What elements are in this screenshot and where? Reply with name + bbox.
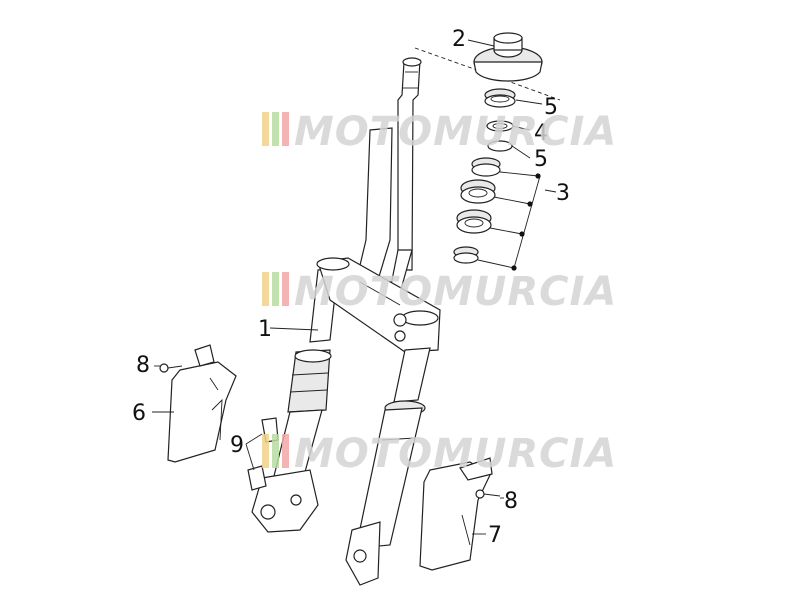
- callout-8-left: 8: [136, 353, 150, 378]
- leader-lines: [152, 39, 557, 535]
- watermark-top: MOTOMURCIA: [262, 109, 617, 155]
- watermark-middle: MOTOMURCIA: [262, 269, 617, 315]
- callout-2: 2: [452, 27, 466, 52]
- part-8-left-screw: [159, 363, 183, 373]
- triple-clamp: [316, 257, 441, 353]
- watermark-text-top: MOTOMURCIA: [294, 109, 617, 155]
- callout-labels: 1 2 3 4 5 5 6 7 8 8 9: [132, 27, 570, 548]
- watermark-bottom: MOTOMURCIA: [262, 431, 617, 477]
- right-fork-leg: [345, 347, 431, 586]
- callout-8-right: 8: [504, 489, 518, 514]
- part-5-lower-ring: [487, 140, 513, 152]
- callout-7: 7: [488, 523, 502, 548]
- part-2-top-cap: [473, 32, 543, 82]
- callout-6: 6: [132, 401, 146, 426]
- part-7-right-cover: [419, 457, 493, 571]
- part-5-upper-ring: [484, 88, 516, 108]
- part-8-right-screw: [475, 489, 501, 499]
- callout-5-upper: 5: [544, 95, 558, 120]
- callout-9: 9: [230, 433, 244, 458]
- callout-4: 4: [534, 121, 548, 146]
- left-fork-stanchion: [355, 57, 422, 301]
- part-6-left-cover: [167, 344, 237, 463]
- callout-5-lower: 5: [534, 147, 548, 172]
- part-3-bearing-set: [453, 157, 501, 264]
- watermark-text-bottom: MOTOMURCIA: [294, 431, 617, 477]
- leader-dots: [511, 173, 541, 271]
- watermark-text-middle: MOTOMURCIA: [294, 269, 617, 315]
- callout-3: 3: [556, 181, 570, 206]
- callout-1: 1: [258, 317, 272, 342]
